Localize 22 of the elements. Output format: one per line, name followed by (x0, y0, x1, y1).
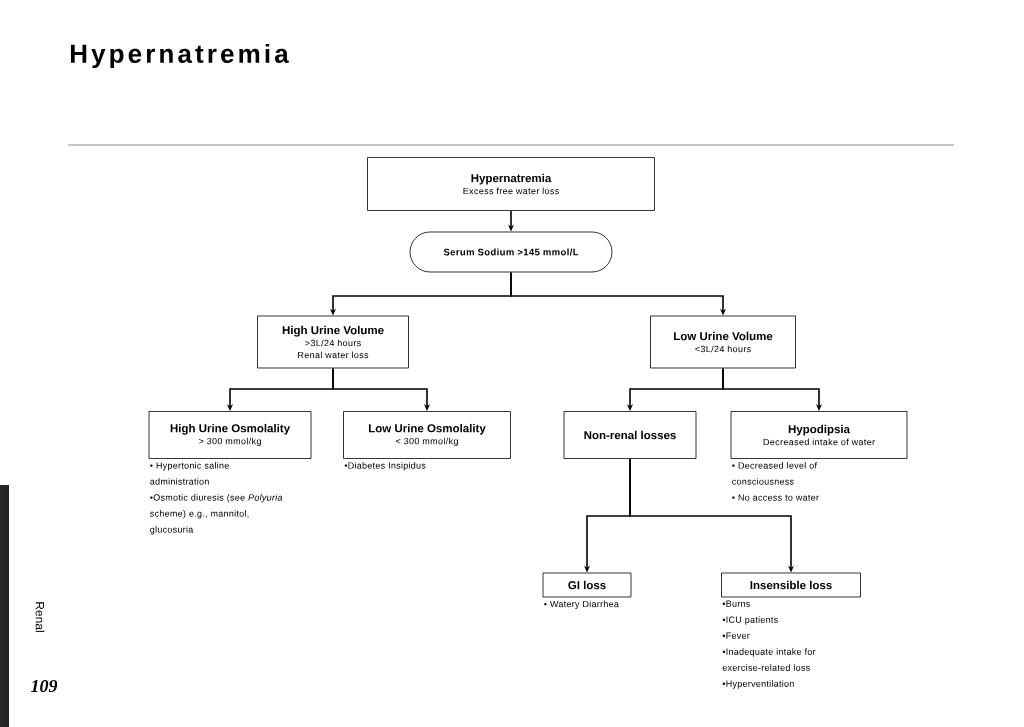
process-box: GI loss (542, 572, 632, 598)
process-box: Non-renal losses (563, 411, 697, 459)
process-box: Hypernatremia Excess free water loss (367, 157, 655, 211)
process-box: High Urine Osmolality > 300 mmol/kg (148, 411, 312, 459)
node-label: •Inadequate intake for exercise-related loss (722, 648, 816, 671)
bullet-list: •Burns •ICU patients •Fever •Inadequate intake for exercise-related loss •Hyperventilation (722, 600, 816, 689)
node-label: •ICU patients (722, 616, 778, 625)
process-box: Hypodipsia Decreased intake of water (730, 411, 908, 459)
page-number: 109 (30, 679, 58, 693)
bullet-list: •Diabetes Insipidus (344, 462, 426, 471)
bullet-list: • Watery Diarrhea (544, 600, 619, 609)
process-box: Low Urine Osmolality < 300 mmol/kg (343, 411, 511, 459)
node-label: •Burns (722, 600, 750, 607)
process-box: Insensible loss (721, 572, 861, 598)
side-tab-label: Renal (35, 602, 45, 632)
page-title: Hypernatremia (70, 43, 289, 69)
process-box: High Urine Volume >3L/24 hours Renal water loss (257, 315, 409, 369)
process-box: Low Urine Volume <3L/24 hours (650, 315, 796, 369)
node-label: •Fever (722, 632, 750, 639)
node-label: •Hyperventilation (722, 680, 794, 689)
bullet-list: • Decreased level of consciousness • No access to water (732, 462, 819, 501)
bullet-list: • Hypertonic saline administration •Osmotic diuresis (see Polyuria scheme) e.g., mannitol, glucosuria (150, 462, 283, 535)
